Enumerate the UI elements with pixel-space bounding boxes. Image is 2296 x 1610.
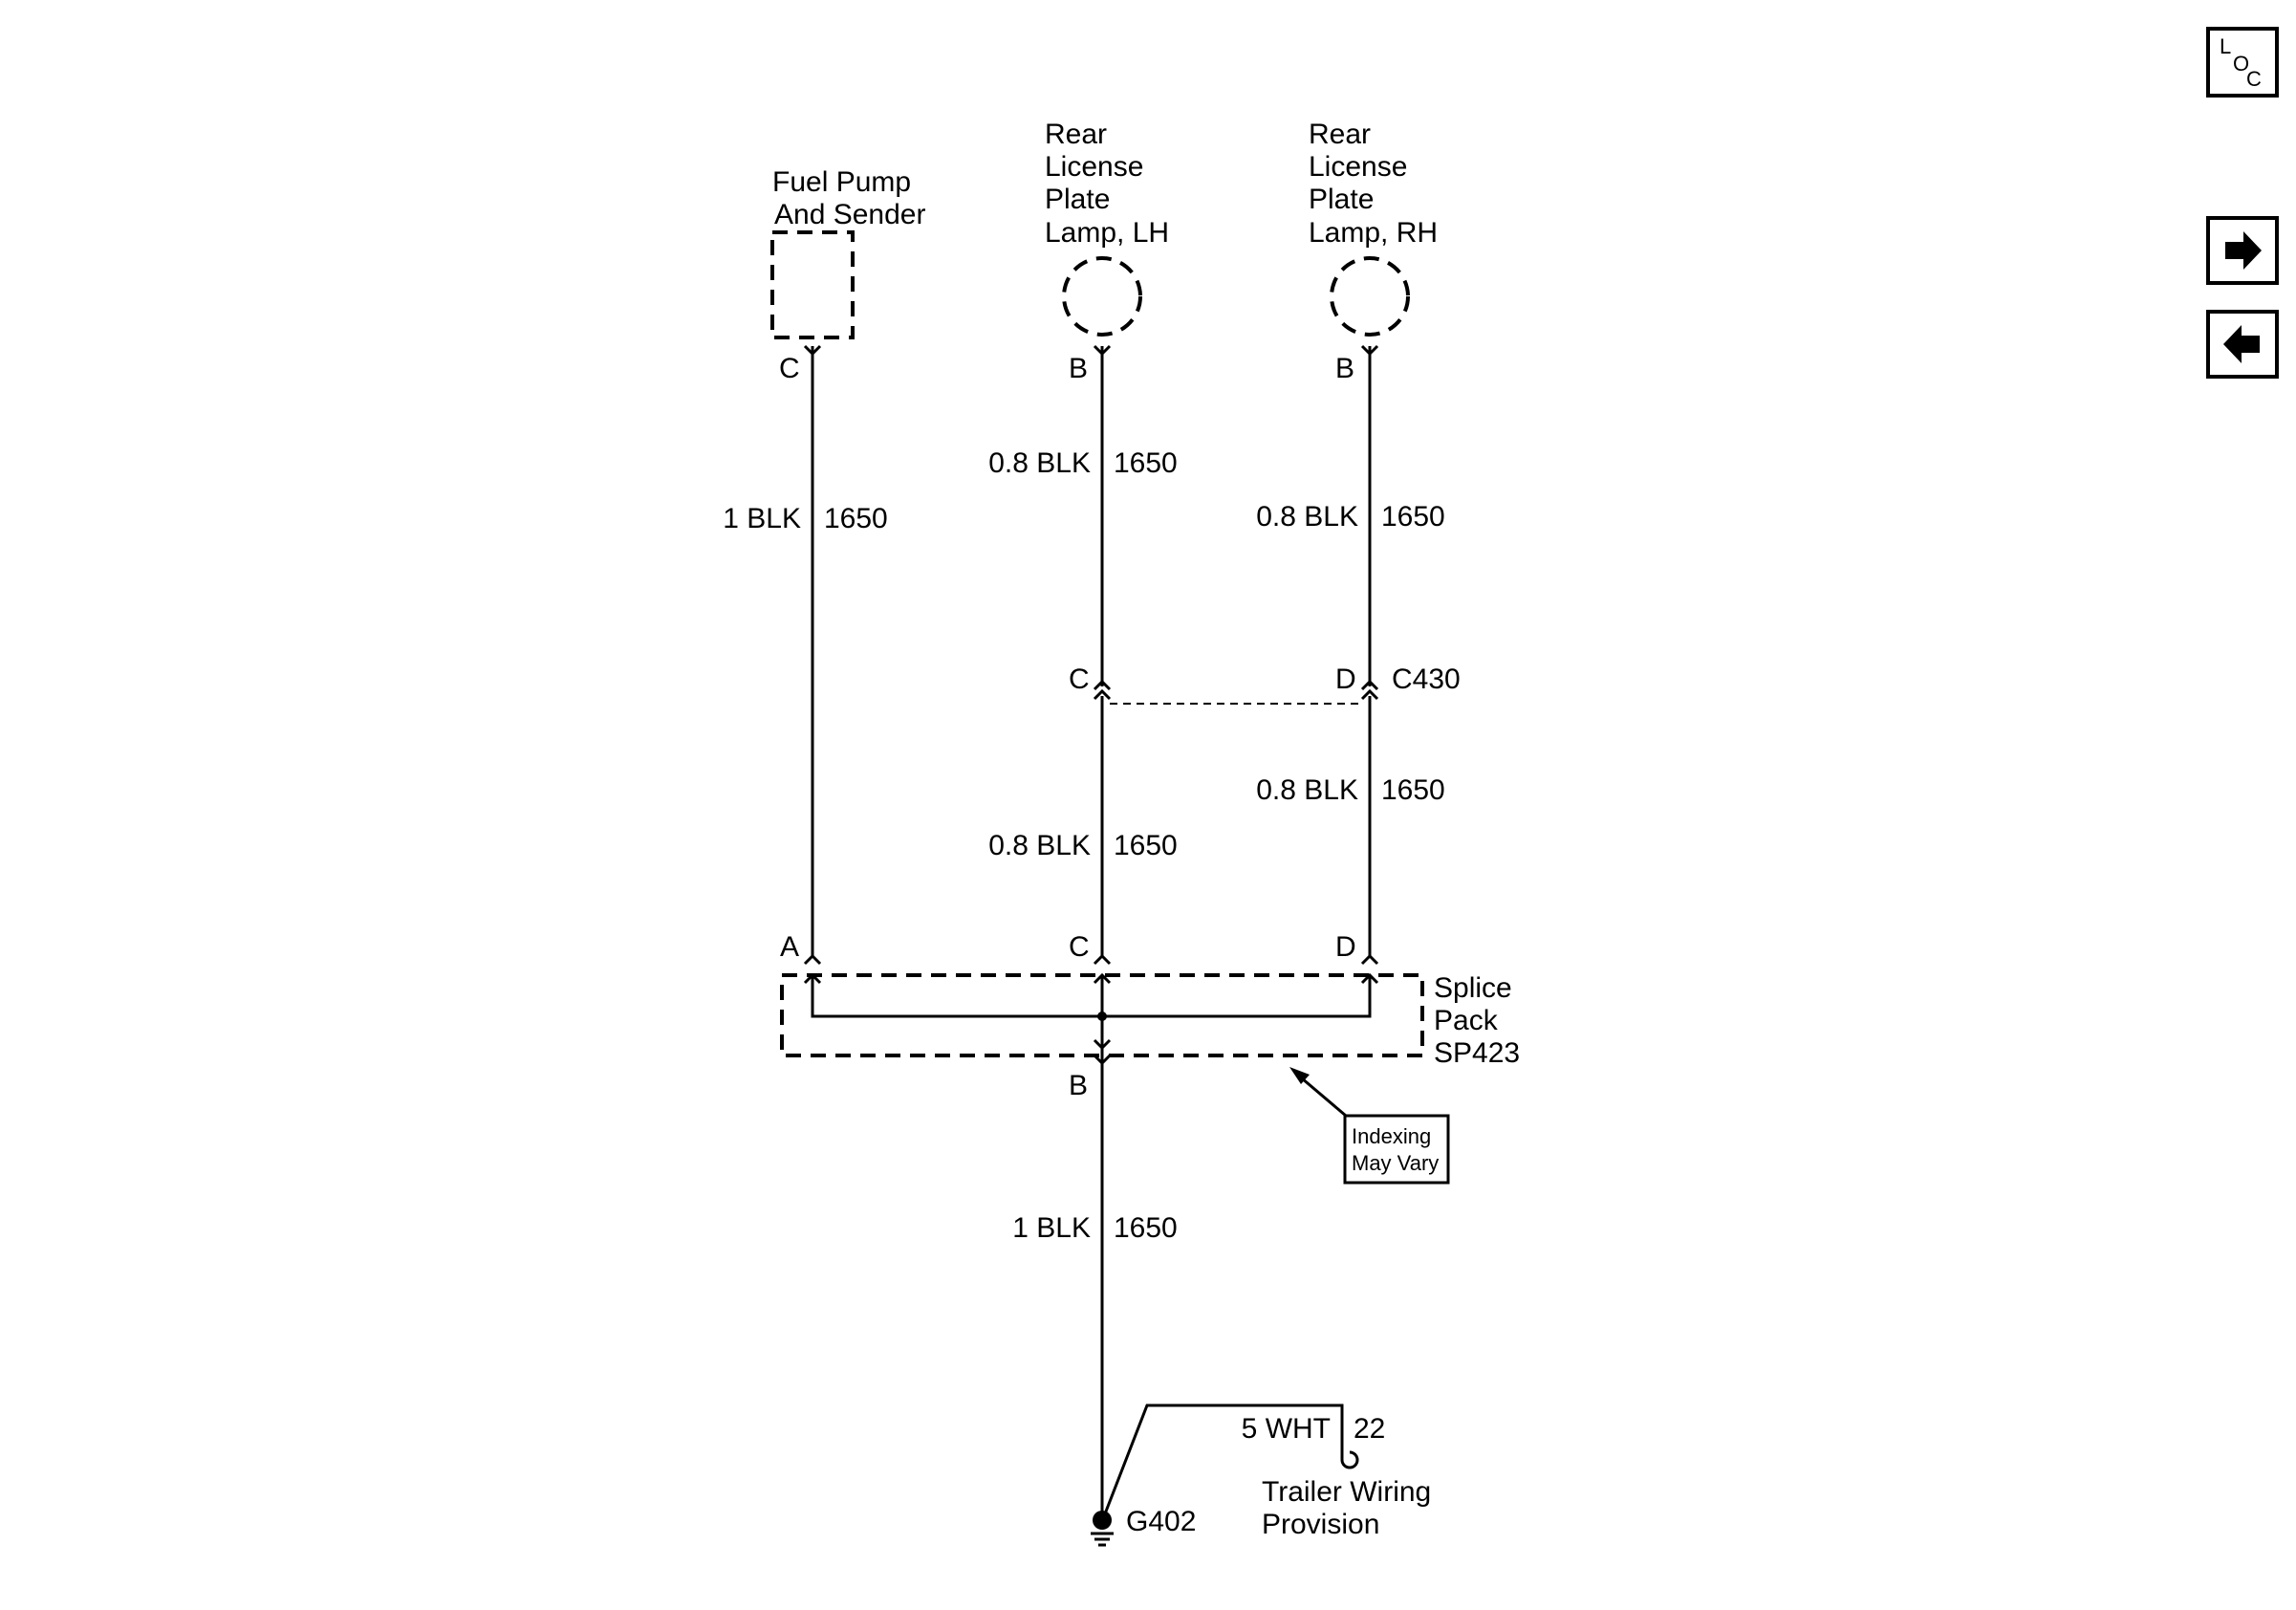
pin-splice-d: D [1335, 931, 1356, 963]
fuel-pump-box [770, 230, 855, 339]
splice-label-line2: Pack [1434, 1005, 1499, 1036]
lamp-lh-upper-circuit: 1650 [1114, 447, 1178, 479]
loc-letter-l: L [2220, 34, 2231, 58]
next-button-frame [2206, 216, 2279, 285]
loc-letter-c: C [2246, 67, 2262, 91]
note-line2: May Vary [1352, 1151, 1439, 1175]
wire-labels: 1 BLK 1650 0.8 BLK 1650 0.8 BLK 1650 0.8… [723, 447, 1444, 1244]
wire-lines [811, 346, 1372, 1515]
lamp-rh-label-line1: Rear [1309, 119, 1371, 150]
c430-right-female [1360, 688, 1379, 701]
pin-c430-left: C [1069, 664, 1090, 695]
ground-wire-gauge: 1 BLK [1012, 1212, 1091, 1244]
lamp-rh-label-line3: Plate [1309, 184, 1374, 215]
note-line1: Indexing [1352, 1124, 1431, 1148]
lamp-rh-upper-gauge: 0.8 BLK [1256, 501, 1358, 533]
ground-point [1093, 1511, 1112, 1530]
c430-left-female [1093, 688, 1112, 701]
c430-left-male [1093, 679, 1112, 691]
splice-junction-dot [1097, 1012, 1107, 1021]
lamp-rh-component: Rear License Plate Lamp, RH [1309, 119, 1438, 337]
pin-splice-a: A [780, 931, 799, 963]
ground-label: G402 [1126, 1506, 1196, 1537]
splice-b-terminal [1093, 1054, 1112, 1066]
prev-button[interactable] [2206, 310, 2279, 379]
c430-right-male [1360, 679, 1379, 691]
lamp-rh-symbol [1330, 256, 1410, 337]
pin-fuel-pump: C [779, 353, 800, 384]
lamp-lh-component: Rear License Plate Lamp, LH [1045, 119, 1169, 337]
fuel-pump-label-line1: Fuel Pump [772, 166, 911, 198]
next-button[interactable] [2206, 216, 2279, 285]
lamp-lh-label-line1: Rear [1045, 119, 1107, 150]
lamp-lh-label-line3: Plate [1045, 184, 1110, 215]
ground-wire-circuit: 1650 [1114, 1212, 1178, 1244]
lamp-lh-label-line2: License [1045, 151, 1143, 183]
loc-letter-o: O [2233, 52, 2249, 76]
fuel-pump-wire-gauge: 1 BLK [723, 503, 801, 534]
lamp-rh-label-line4: Lamp, RH [1309, 217, 1438, 249]
fuel-pump-label-line2: And Sender [774, 199, 925, 230]
next-arrow-icon [2225, 231, 2262, 270]
splice-c-terminal [1093, 953, 1112, 966]
lamp-rh-upper-circuit: 1650 [1381, 501, 1445, 533]
splice-pack-box [780, 973, 1424, 1057]
fuel-pump-wire-circuit: 1650 [824, 503, 888, 534]
prev-arrow-icon [2223, 325, 2260, 363]
note-arrow-head [1289, 1067, 1310, 1084]
lamp-rh-label-line2: License [1309, 151, 1407, 183]
pin-c430-right: D [1335, 664, 1356, 695]
trailer-provision: 5 WHT 22 Trailer Wiring Provision [1102, 1403, 1431, 1540]
ground-g402: G402 [1091, 1506, 1196, 1547]
trailer-label-line1: Trailer Wiring [1262, 1476, 1431, 1508]
note-box [1343, 1114, 1450, 1185]
trailer-wire-circuit: 22 [1354, 1413, 1385, 1445]
splice-bus-bar [811, 975, 1372, 1018]
splice-a-terminal [803, 953, 822, 966]
pin-lamp-lh: B [1069, 353, 1088, 384]
lamp-rh-lower-gauge: 0.8 BLK [1256, 774, 1358, 806]
splice-label-line1: Splice [1434, 972, 1512, 1004]
splice-pack: A C D B Splice Pack SP423 [780, 931, 1520, 1101]
c430-connector: C D C430 [1069, 664, 1461, 705]
pin-splice-c: C [1069, 931, 1090, 963]
top-terminals: C B B [779, 344, 1379, 384]
fuel-pump-component: Fuel Pump And Sender [770, 166, 925, 339]
lamp-lh-lower-gauge: 0.8 BLK [988, 830, 1091, 861]
indexing-note: Indexing May Vary [1289, 1067, 1450, 1185]
splice-b-inner [1093, 1038, 1112, 1051]
pin-splice-b: B [1069, 1070, 1088, 1101]
trailer-wire [1102, 1403, 1344, 1517]
lamp-lh-symbol [1062, 256, 1142, 337]
lamp-lh-label-line4: Lamp, LH [1045, 217, 1169, 249]
trailer-wire-gauge: 5 WHT [1242, 1413, 1331, 1445]
trailer-wire-end-curl [1340, 1450, 1359, 1469]
lamp-rh-lower-circuit: 1650 [1381, 774, 1445, 806]
trailer-label-line2: Provision [1262, 1509, 1379, 1540]
loc-button[interactable]: L O C [2206, 27, 2279, 98]
pin-lamp-rh: B [1335, 353, 1354, 384]
c430-label: C430 [1392, 664, 1461, 695]
lamp-lh-upper-gauge: 0.8 BLK [988, 447, 1091, 479]
splice-d-terminal [1360, 953, 1379, 966]
loc-button-frame [2206, 27, 2279, 98]
splice-label-line3: SP423 [1434, 1037, 1520, 1069]
lamp-lh-lower-circuit: 1650 [1114, 830, 1178, 861]
